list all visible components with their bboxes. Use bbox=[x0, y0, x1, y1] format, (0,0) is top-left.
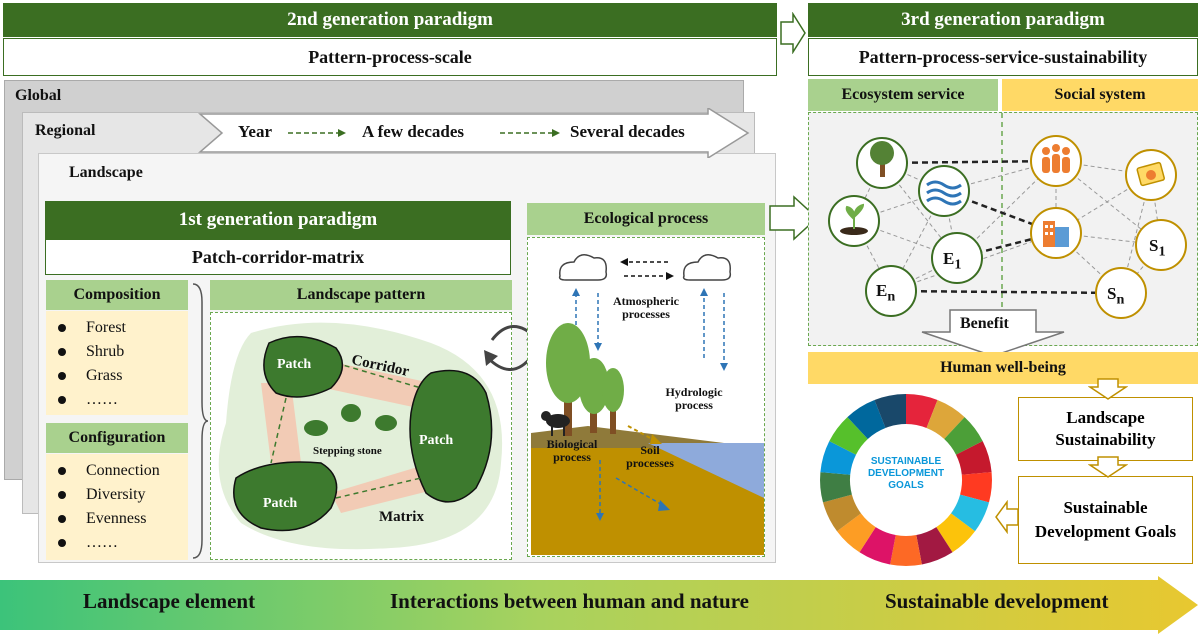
landscape-label: Landscape bbox=[69, 164, 143, 181]
patch-label-1: Patch bbox=[277, 357, 312, 372]
gen2-subtitle-box: Pattern-process-scale bbox=[3, 38, 777, 76]
gen1-title: 1st generation paradigm bbox=[178, 209, 378, 230]
gen2-header: 2nd generation paradigm bbox=[3, 3, 777, 37]
composition-header: Composition bbox=[46, 280, 188, 310]
landscape-pattern-illustration bbox=[218, 322, 503, 550]
stepping-stone-label: Stepping stone bbox=[313, 445, 382, 457]
list-item: Connection bbox=[46, 459, 188, 483]
composition-title: Composition bbox=[73, 286, 161, 303]
regional-label: Regional bbox=[35, 122, 96, 139]
ecological-process-box: Atmospheric processes Hydrologic process… bbox=[527, 237, 765, 557]
bottom-label-1: Landscape element bbox=[83, 589, 256, 613]
node-e1: E1 bbox=[943, 249, 961, 273]
landscape-sustainability-label: Landscape Sustainability bbox=[1055, 408, 1156, 449]
node-sn-sub: n bbox=[1116, 291, 1125, 308]
gen1-subtitle: Patch-corridor-matrix bbox=[191, 246, 365, 267]
node-s1: S1 bbox=[1149, 236, 1166, 260]
landscape-pattern-box: Patch Patch Patch Corridor Stepping ston… bbox=[210, 312, 512, 560]
node-en-sub: n bbox=[887, 288, 896, 305]
soil-label: Soil processes bbox=[626, 443, 674, 470]
atmospheric-label: Atmospheric processes bbox=[613, 294, 679, 321]
configuration-list-box: Connection Diversity Evenness …… bbox=[46, 454, 188, 560]
gen3-subtitle-box: Pattern-process-service-sustainability bbox=[808, 38, 1198, 76]
wellbeing-down-arrow bbox=[1088, 378, 1128, 400]
configuration-list: Connection Diversity Evenness …… bbox=[46, 459, 188, 555]
hydrologic-label: Hydrologic process bbox=[665, 385, 723, 412]
service-network-box: E1 En S1 Sn bbox=[808, 112, 1198, 346]
node-sn-letter: S bbox=[1107, 284, 1117, 303]
bottom-label-2: Interactions between human and nature bbox=[390, 589, 749, 613]
gen1-header: 1st generation paradigm bbox=[45, 201, 511, 239]
landscape-sustainability-box: Landscape Sustainability bbox=[1018, 397, 1193, 461]
node-s1-letter: S bbox=[1149, 236, 1159, 255]
sustainability-down-arrow bbox=[1088, 456, 1128, 478]
node-e1-sub: 1 bbox=[954, 256, 962, 273]
bottom-gradient-arrow bbox=[0, 576, 1198, 634]
timeline-year: Year bbox=[238, 122, 272, 141]
global-label: Global bbox=[15, 87, 62, 104]
benefit-label: Benefit bbox=[960, 315, 1009, 332]
configuration-title: Configuration bbox=[68, 429, 166, 446]
timeline-several: Several decades bbox=[570, 122, 685, 141]
benefit-arrow bbox=[921, 309, 1065, 357]
composition-list-box: Forest Shrub Grass …… bbox=[46, 311, 188, 415]
gen1-subtitle-box: Patch-corridor-matrix bbox=[45, 239, 511, 275]
ecosystem-service-header: Ecosystem service bbox=[808, 79, 998, 111]
ecological-process-illustration bbox=[531, 254, 764, 555]
node-s1-sub: 1 bbox=[1158, 243, 1166, 260]
node-e1-letter: E bbox=[943, 249, 955, 268]
human-wellbeing-bar: Human well-being bbox=[808, 352, 1198, 384]
service-network bbox=[828, 113, 1187, 345]
gen2-subtitle: Pattern-process-scale bbox=[308, 46, 472, 67]
gen3-title: 3rd generation paradigm bbox=[901, 9, 1105, 30]
node-en-letter: E bbox=[876, 281, 888, 300]
landscape-pattern-header: Landscape pattern bbox=[210, 280, 512, 310]
human-wellbeing-title: Human well-being bbox=[940, 359, 1066, 376]
timeline-arrow bbox=[198, 108, 750, 158]
social-system-header: Social system bbox=[1002, 79, 1198, 111]
sdg-logo-text: SUSTAINABLE DEVELOPMENT GOALS bbox=[867, 456, 945, 491]
to-service-arrow bbox=[769, 195, 819, 241]
matrix-label: Matrix bbox=[379, 509, 424, 525]
configuration-header: Configuration bbox=[46, 423, 188, 453]
list-item: Grass bbox=[46, 364, 188, 388]
timeline-decades: A few decades bbox=[362, 122, 464, 141]
gen2-to-gen3-arrow bbox=[780, 12, 806, 54]
gen3-header: 3rd generation paradigm bbox=[808, 3, 1198, 37]
list-item: Diversity bbox=[46, 483, 188, 507]
ecological-process-title: Ecological process bbox=[583, 210, 709, 227]
sdg-left-arrow bbox=[995, 500, 1019, 534]
sdg-wheel-icon bbox=[820, 394, 992, 566]
ecological-process-header: Ecological process bbox=[527, 203, 765, 235]
patch-label-3: Patch bbox=[263, 496, 298, 511]
gen3-subtitle: Pattern-process-service-sustainability bbox=[858, 46, 1148, 67]
list-item: …… bbox=[46, 388, 188, 412]
sdg-box: Sustainable Development Goals bbox=[1018, 476, 1193, 564]
landscape-pattern-title: Landscape pattern bbox=[296, 286, 426, 303]
list-item: Forest bbox=[46, 316, 188, 340]
bottom-label-3: Sustainable development bbox=[885, 589, 1109, 613]
list-item: Shrub bbox=[46, 340, 188, 364]
list-item: …… bbox=[46, 531, 188, 555]
node-en: En bbox=[876, 281, 895, 305]
list-item: Evenness bbox=[46, 507, 188, 531]
biological-label: Biological process bbox=[546, 437, 598, 464]
patch-label-2: Patch bbox=[419, 433, 454, 448]
composition-list: Forest Shrub Grass …… bbox=[46, 316, 188, 412]
social-system-title: Social system bbox=[1054, 86, 1146, 103]
sdg-label: Sustainable Development Goals bbox=[1034, 498, 1177, 541]
gen2-title: 2nd generation paradigm bbox=[287, 9, 493, 30]
node-sn: Sn bbox=[1107, 284, 1124, 308]
ecosystem-service-title: Ecosystem service bbox=[841, 86, 965, 103]
brace bbox=[192, 283, 209, 559]
